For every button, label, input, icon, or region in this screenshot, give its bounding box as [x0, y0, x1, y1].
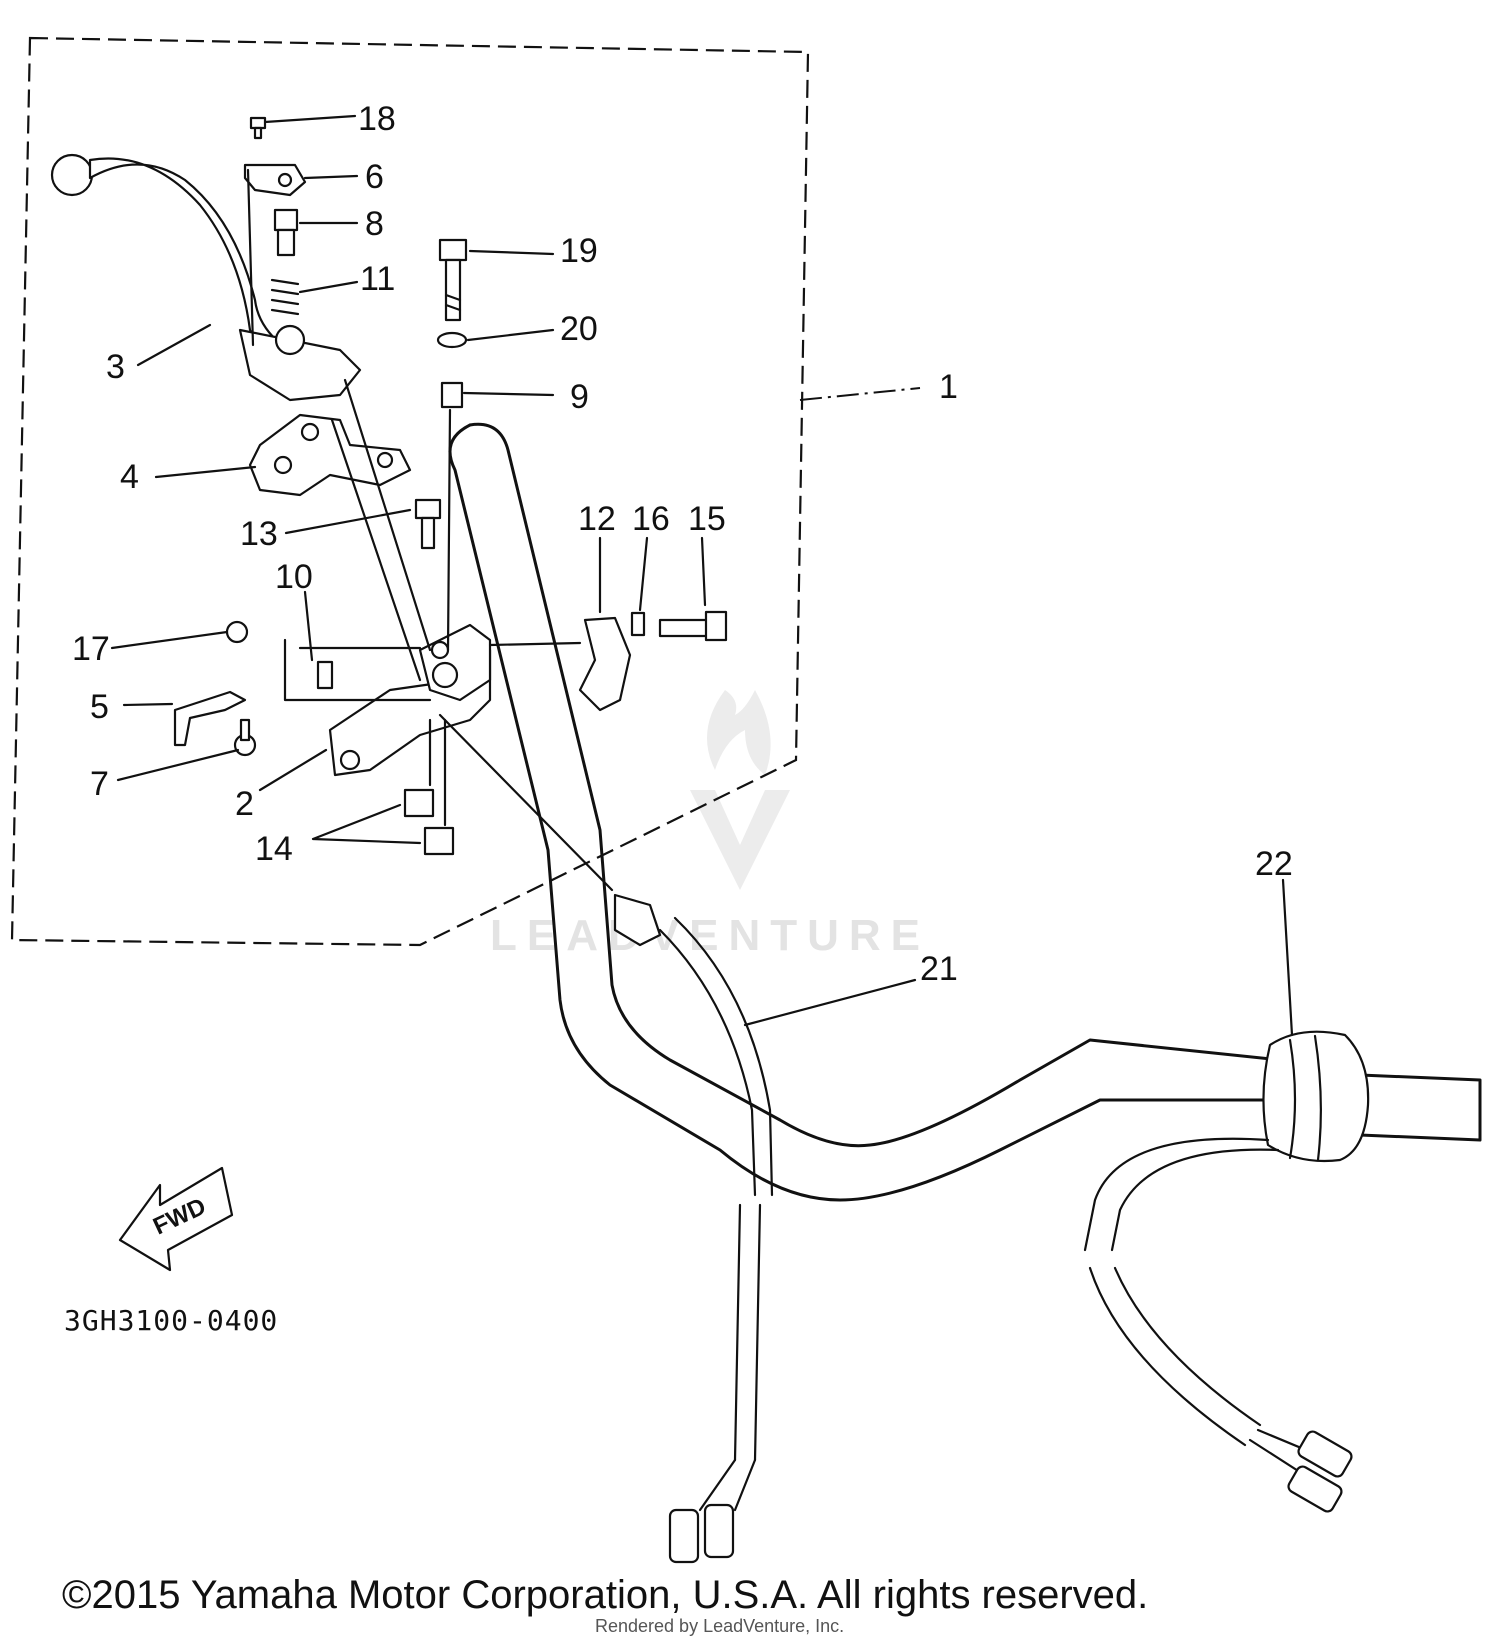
lever-bracket-part-4: [248, 413, 412, 497]
callout-7: 7: [90, 765, 109, 803]
callout-4: 4: [120, 458, 139, 496]
callout-3: 3: [106, 348, 125, 386]
callout-21: 21: [920, 950, 958, 988]
callout-2: 2: [235, 785, 254, 823]
callout-15: 15: [688, 500, 726, 538]
leadventure-watermark: LEADVENTURE: [490, 690, 920, 960]
clutch-lever-part-3: [50, 153, 362, 402]
small-parts: [173, 116, 728, 892]
lever-holder-part-2: [328, 623, 492, 777]
callout-12: 12: [578, 500, 616, 538]
callout-5: 5: [90, 688, 109, 726]
callout-16: 16: [632, 500, 670, 538]
clutch-switch-cable-part-21: [613, 893, 774, 1564]
switch-wire-harness: [1088, 1266, 1353, 1513]
callout-8: 8: [365, 205, 384, 243]
callout-6: 6: [365, 158, 384, 196]
copyright-notice: ©2015 Yamaha Motor Corporation, U.S.A. A…: [62, 1573, 1148, 1617]
callout-1: 1: [939, 368, 958, 406]
callout-22: 22: [1255, 845, 1293, 883]
callout-14: 14: [255, 830, 293, 868]
assembly-boundary: [10, 36, 810, 947]
handlebar: [448, 422, 1482, 1202]
diagram-part-code: 3GH3100-0400: [64, 1304, 278, 1337]
fwd-direction-arrow: FWD: [118, 1166, 234, 1272]
rendered-by-notice: Rendered by LeadVenture, Inc.: [595, 1616, 844, 1636]
callout-18: 18: [358, 100, 396, 138]
leader-lines: [110, 114, 1294, 1037]
callout-17: 17: [72, 630, 110, 668]
callout-labels: 1 2 3 4 5 6 7 8 9 10 11 12 13 14 15 16 1…: [72, 100, 1293, 988]
callout-13: 13: [240, 515, 278, 553]
callout-11: 11: [360, 260, 395, 298]
callout-20: 20: [560, 310, 598, 348]
callout-9: 9: [570, 378, 589, 416]
callout-19: 19: [560, 232, 598, 270]
switch-housing-part-22: [1083, 1030, 1370, 1252]
clamp-part-12: [578, 616, 632, 712]
callout-10: 10: [275, 558, 313, 596]
